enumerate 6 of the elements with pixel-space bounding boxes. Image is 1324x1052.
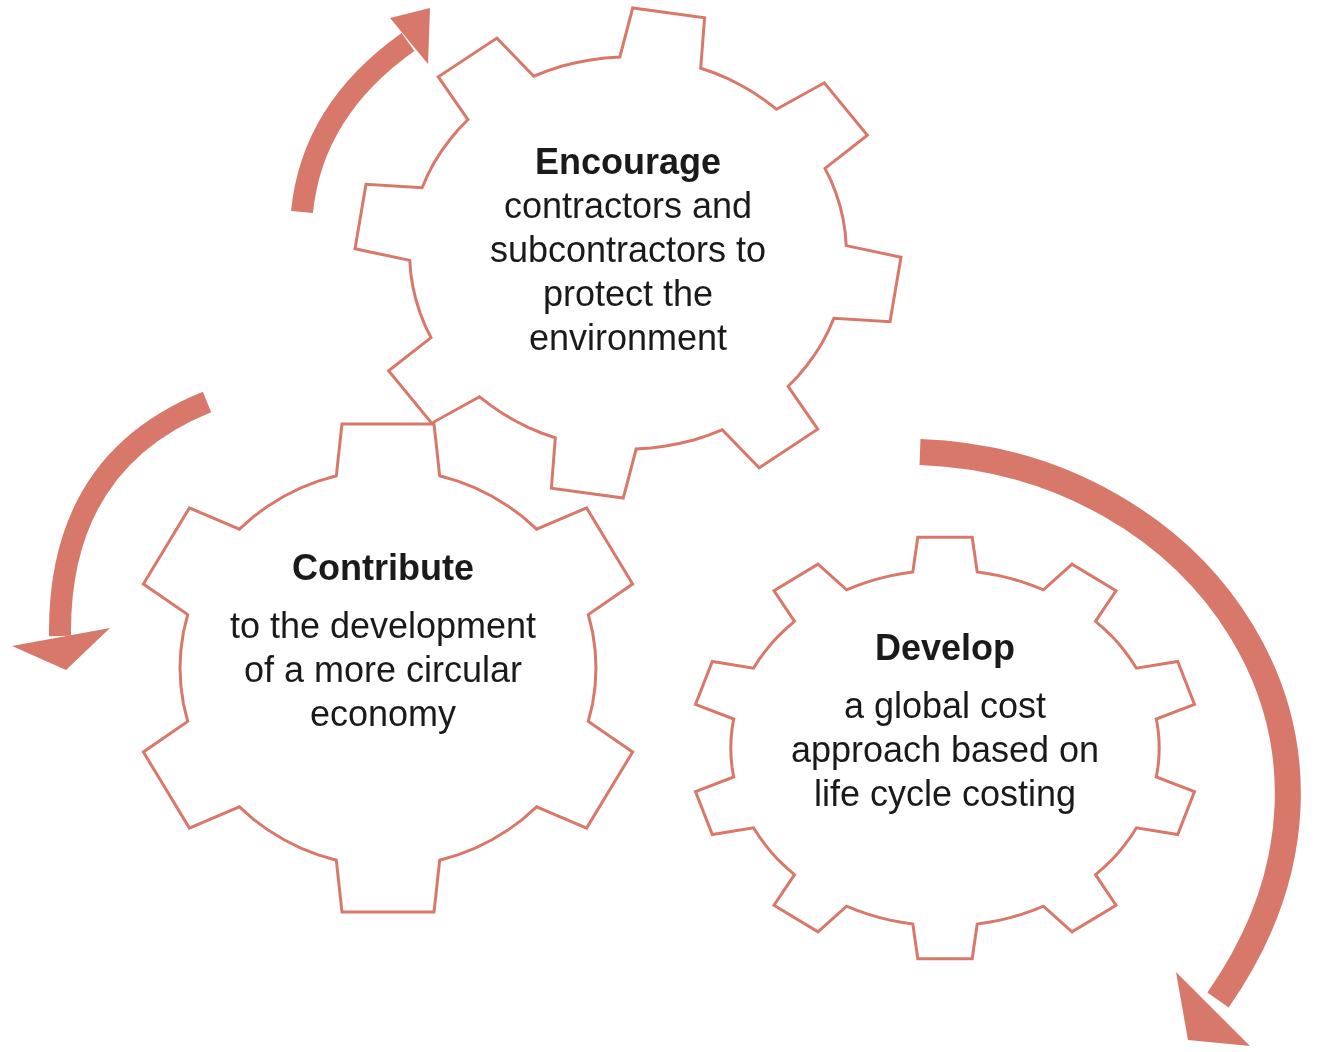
gear-text: to the development of a more circular economy	[228, 604, 538, 736]
gear-text: a global cost approach based on life cycle costing	[789, 684, 1101, 816]
gear-text: contractors and subcontractors to protect the environment	[488, 184, 768, 360]
gear-heading: Develop	[874, 626, 1015, 670]
gear-heading: Contribute	[292, 546, 474, 590]
gear-heading: Encourage	[534, 140, 721, 184]
